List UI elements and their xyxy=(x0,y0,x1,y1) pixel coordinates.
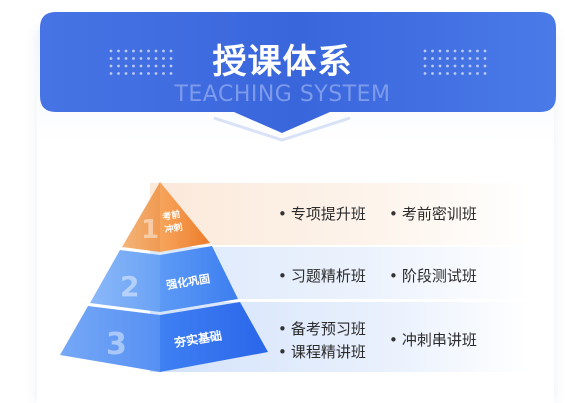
dot xyxy=(461,72,464,75)
dot xyxy=(169,64,173,68)
page-title: 授课体系 xyxy=(212,42,353,82)
dot xyxy=(162,49,165,53)
dot xyxy=(423,49,427,53)
dot xyxy=(117,57,120,60)
dot xyxy=(438,57,442,60)
dot xyxy=(453,49,457,53)
dot xyxy=(446,57,449,60)
dot xyxy=(431,72,434,75)
dot xyxy=(117,49,120,53)
dot xyxy=(147,57,150,60)
course-item: 阶段测试班 xyxy=(389,265,477,286)
dot xyxy=(423,57,427,60)
dot xyxy=(438,72,442,75)
dot xyxy=(476,64,479,68)
banner-chevron xyxy=(213,116,351,142)
dot xyxy=(169,57,173,60)
dot xyxy=(117,64,120,68)
dot xyxy=(431,49,434,53)
dot xyxy=(468,72,472,75)
dot xyxy=(132,72,135,75)
pyramid-level-3-left-face xyxy=(60,306,160,372)
dot xyxy=(124,72,128,75)
course-item: 备考预习班 xyxy=(278,318,366,339)
level-3-number: 3 xyxy=(106,327,127,362)
dot xyxy=(476,57,479,60)
dot xyxy=(117,72,120,75)
dot xyxy=(139,49,143,53)
pyramid-level-1-right-face xyxy=(160,182,210,252)
dot xyxy=(438,64,442,68)
dot xyxy=(423,64,427,68)
dot xyxy=(162,64,165,68)
dot xyxy=(476,72,479,75)
level-2-number: 2 xyxy=(120,270,139,303)
dot xyxy=(461,64,464,68)
level-1-label-line1: 考前 xyxy=(161,208,181,223)
dot xyxy=(431,64,434,68)
level-1-label-line2: 冲刺 xyxy=(164,221,184,236)
dot xyxy=(461,57,464,60)
dot-pattern-left xyxy=(109,49,173,75)
dot xyxy=(147,72,150,75)
dot xyxy=(453,64,457,68)
dot-pattern-right xyxy=(423,49,487,75)
course-item: 习题精析班 xyxy=(278,265,366,286)
dot xyxy=(483,72,487,75)
dot xyxy=(132,49,135,53)
pyramid-level-2-right-face xyxy=(160,246,238,312)
dot xyxy=(453,72,457,75)
dot xyxy=(162,72,165,75)
dot xyxy=(147,49,150,53)
dot xyxy=(124,57,128,60)
dot xyxy=(431,57,434,60)
course-item: 考前密训班 xyxy=(389,203,477,224)
dot xyxy=(139,72,143,75)
dot xyxy=(124,64,128,68)
dot xyxy=(154,57,158,60)
course-item: 专项提升班 xyxy=(278,203,366,224)
dot xyxy=(483,49,487,53)
level-2-label: 强化巩固 xyxy=(165,271,211,292)
dot xyxy=(162,57,165,60)
course-item: 课程精讲班 xyxy=(278,341,366,362)
dot xyxy=(124,49,128,53)
pyramid-level-2-left-face xyxy=(90,250,160,312)
dot xyxy=(461,49,464,53)
banner-shape xyxy=(40,12,556,133)
dot xyxy=(423,72,427,75)
dot xyxy=(483,57,487,60)
pyramid-level-3-right-face xyxy=(160,302,268,372)
dot xyxy=(438,49,442,53)
dot xyxy=(446,64,449,68)
dot xyxy=(446,49,449,53)
dot xyxy=(109,57,113,60)
dot xyxy=(169,49,173,53)
dot xyxy=(453,57,457,60)
dot xyxy=(446,72,449,75)
dot xyxy=(169,72,173,75)
dot xyxy=(147,64,150,68)
page-subtitle: TEACHING SYSTEM xyxy=(174,82,391,107)
dot xyxy=(132,57,135,60)
dot xyxy=(483,64,487,68)
dot xyxy=(154,72,158,75)
level-1-number: 1 xyxy=(141,215,159,245)
dot xyxy=(468,57,472,60)
dot xyxy=(139,57,143,60)
pyramid-level-1-left-face xyxy=(122,182,160,252)
header-banner xyxy=(40,12,556,142)
dot xyxy=(468,64,472,68)
dot xyxy=(468,49,472,53)
dot xyxy=(476,49,479,53)
dot xyxy=(154,49,158,53)
dot xyxy=(154,64,158,68)
course-item: 冲刺串讲班 xyxy=(389,329,477,350)
dot xyxy=(109,64,113,68)
dot xyxy=(139,64,143,68)
dot xyxy=(109,72,113,75)
dot xyxy=(132,64,135,68)
dot xyxy=(109,49,113,53)
